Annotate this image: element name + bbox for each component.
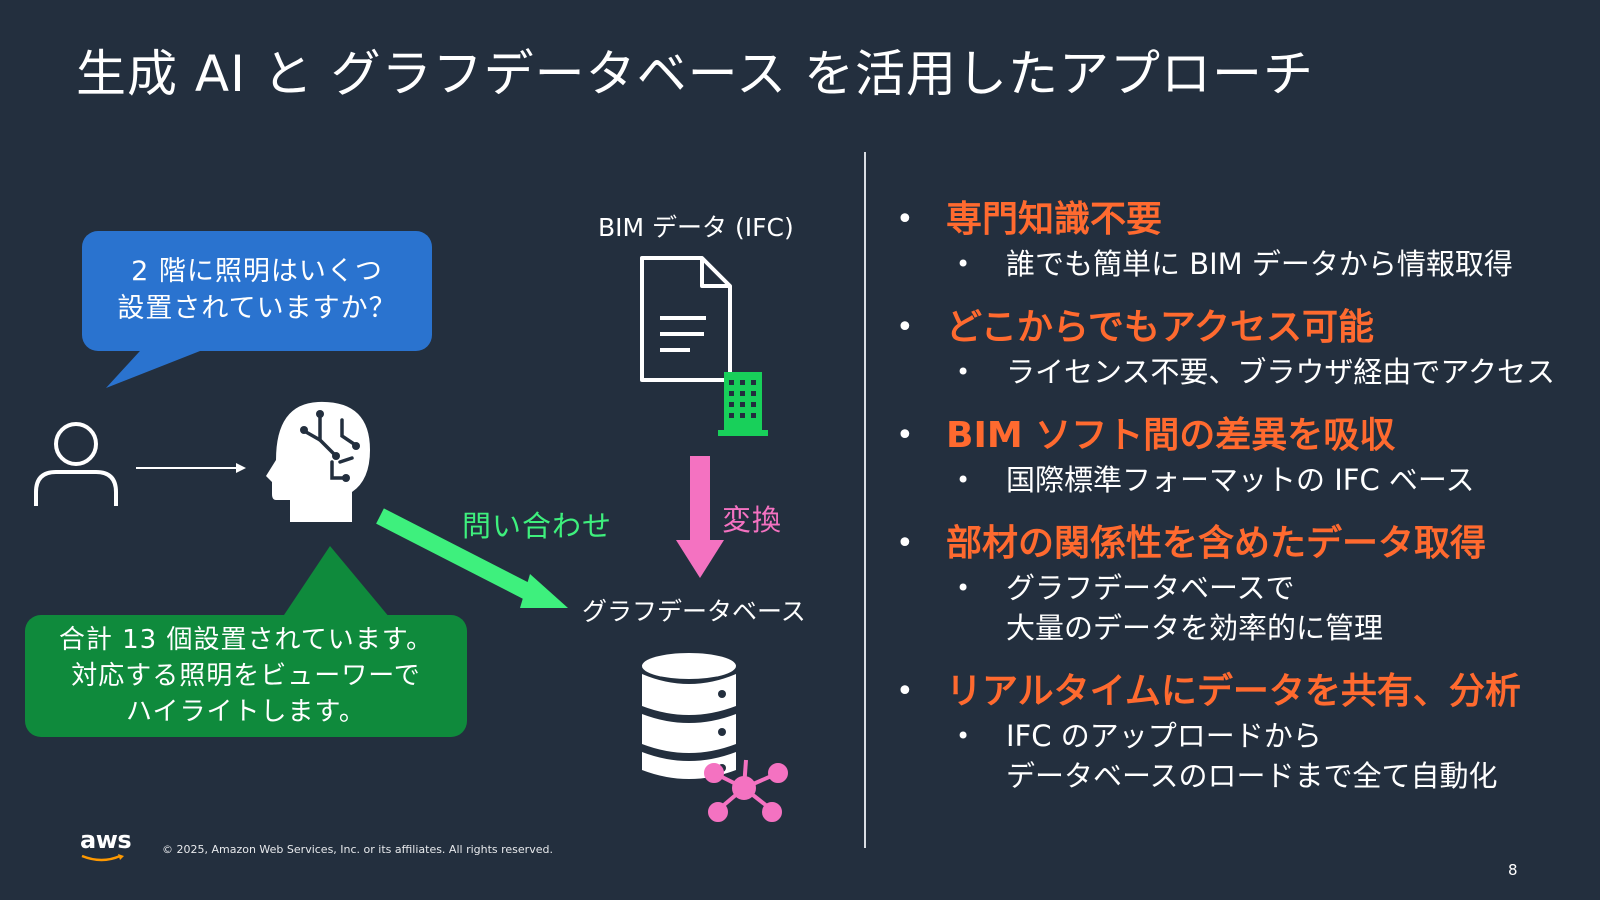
benefit-detail-line: 誰でも簡単に BIM データから情報取得 <box>1006 247 1513 281</box>
benefit-detail: 国際標準フォーマットの IFC ベース <box>896 460 1586 500</box>
answer-bubble: 合計 13 個設置されています。 対応する照明をビューワーで ハイライトします。 <box>25 615 467 737</box>
question-bubble: 2 階に照明はいくつ 設置されていますか？ <box>82 231 432 351</box>
benefit-item: BIM ソフト間の差異を吸収 国際標準フォーマットの IFC ベース <box>896 412 1586 500</box>
benefit-detail: 誰でも簡単に BIM データから情報取得 <box>896 244 1586 284</box>
benefit-detail-line: データベースのロードまで全て自動化 <box>1006 759 1498 793</box>
convert-label: 変換 <box>722 503 783 537</box>
graph-network-icon <box>704 759 788 822</box>
document-icon <box>640 256 732 382</box>
answer-line: 対応する照明をビューワーで <box>71 661 421 691</box>
answer-line: 合計 13 個設置されています。 <box>58 625 434 655</box>
graph-db-label: グラフデータベース <box>582 597 806 626</box>
benefit-detail-line: IFC のアップロードから <box>1006 719 1322 753</box>
benefit-item: どこからでもアクセス可能 ライセンス不要、ブラウザ経由でアクセス <box>896 304 1586 392</box>
query-arrow <box>376 508 568 608</box>
benefit-item: リアルタイムにデータを共有、分析 IFC のアップロードから データベースのロー… <box>896 668 1586 796</box>
question-line: 設置されていますか？ <box>117 293 397 324</box>
benefit-detail: IFC のアップロードから データベースのロードまで全て自動化 <box>896 716 1586 796</box>
ai-head-icon <box>266 401 370 522</box>
benefit-heading: どこからでもアクセス可能 <box>896 304 1586 352</box>
benefit-detail: ライセンス不要、ブラウザ経由でアクセス <box>896 352 1586 392</box>
answer-bubble-tail <box>282 546 390 618</box>
benefit-heading: リアルタイムにデータを共有、分析 <box>896 668 1586 716</box>
vertical-divider <box>864 152 866 848</box>
slide-title: 生成 AI と グラフデータベース を活用したアプローチ <box>76 45 1315 103</box>
bim-data-label: BIM データ (IFC) <box>598 213 794 242</box>
benefit-heading: 部材の関係性を含めたデータ取得 <box>896 520 1586 568</box>
benefit-item: 部材の関係性を含めたデータ取得 グラフデータベースで 大量のデータを効率的に管理 <box>896 520 1586 648</box>
benefit-detail-line: ライセンス不要、ブラウザ経由でアクセス <box>1006 355 1555 389</box>
aws-logo-text: aws <box>80 826 132 854</box>
building-icon <box>718 372 768 436</box>
copyright-text: © 2025, Amazon Web Services, Inc. or its… <box>162 843 553 856</box>
question-bubble-tail <box>106 340 228 388</box>
aws-logo: aws <box>80 826 132 862</box>
benefit-detail-line: グラフデータベースで <box>1006 571 1295 605</box>
diagram-graphics <box>34 256 788 822</box>
answer-line: ハイライトします。 <box>126 697 366 727</box>
convert-arrow <box>676 456 724 578</box>
benefits-list: 専門知識不要 誰でも簡単に BIM データから情報取得 どこからでもアクセス可能… <box>896 196 1586 816</box>
aws-smile-icon <box>81 854 124 862</box>
user-icon <box>34 422 118 506</box>
benefit-item: 専門知識不要 誰でも簡単に BIM データから情報取得 <box>896 196 1586 284</box>
benefit-detail: グラフデータベースで 大量のデータを効率的に管理 <box>896 568 1586 648</box>
query-label: 問い合わせ <box>462 509 613 543</box>
benefit-heading: 専門知識不要 <box>896 196 1586 244</box>
benefit-detail-line: 国際標準フォーマットの IFC ベース <box>1006 463 1475 497</box>
page-number: 8 <box>1508 861 1518 879</box>
question-line: 2 階に照明はいくつ <box>131 256 383 287</box>
user-to-ai-arrow <box>136 463 246 473</box>
database-icon <box>642 653 736 779</box>
benefit-heading: BIM ソフト間の差異を吸収 <box>896 412 1586 460</box>
benefit-detail-line: 大量のデータを効率的に管理 <box>1006 611 1384 645</box>
